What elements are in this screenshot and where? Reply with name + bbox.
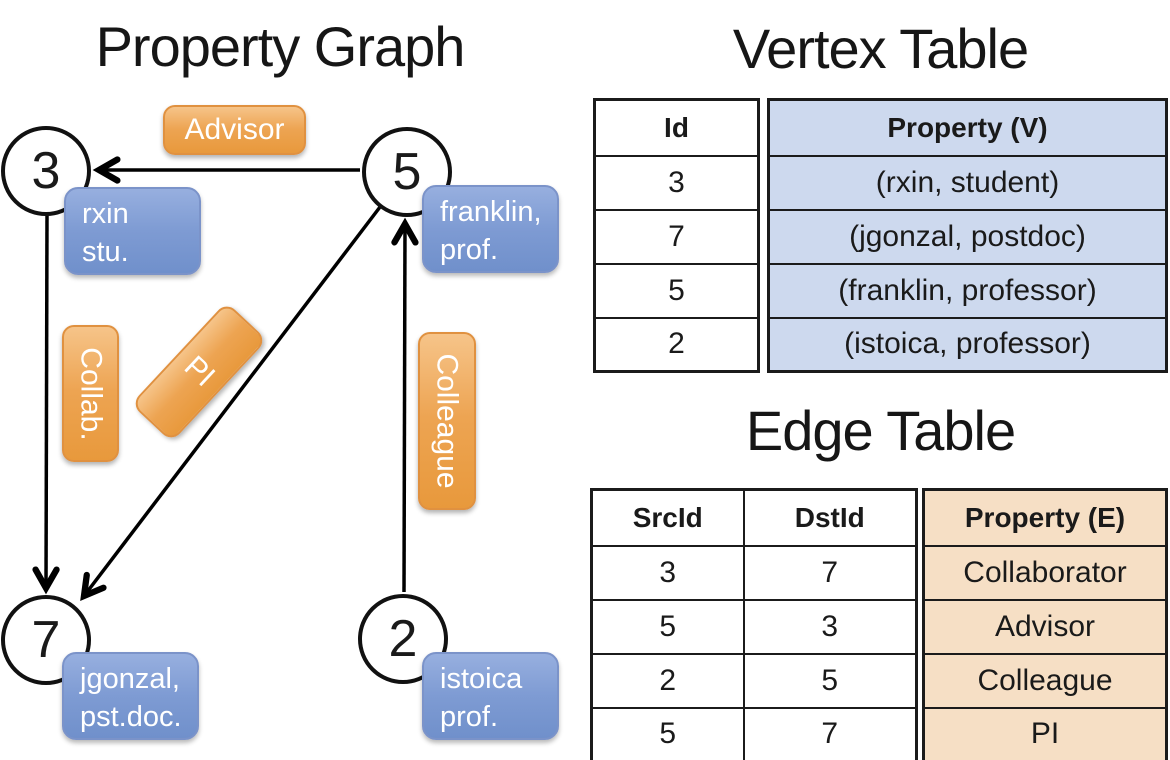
table-row: Colleague xyxy=(922,652,1168,709)
vertex-table-property-column: Property (V) (rxin, student) (jgonzal, p… xyxy=(767,98,1168,373)
graph-edges-layer xyxy=(32,156,419,602)
table-row: 2 5 xyxy=(590,652,918,709)
edge-collab-3-to-7 xyxy=(32,214,60,595)
edge-table-header-srcid: SrcId xyxy=(590,488,745,547)
edge-dstid-cell: 5 xyxy=(742,652,918,709)
vertex-property-cell: (rxin, student) xyxy=(767,154,1168,211)
property-graph-title: Property Graph xyxy=(95,15,466,78)
vertex-property-line: stu. xyxy=(82,236,129,268)
edge-table-header-dstid: DstId xyxy=(742,488,918,547)
edge-label-text: Collab. xyxy=(74,346,108,441)
vertex-property-line: franklin, xyxy=(440,196,542,228)
table-row: (rxin, student) xyxy=(767,154,1168,211)
edge-table-property-column: Property (E) Collaborator Advisor Collea… xyxy=(922,488,1168,760)
vertex-property-line: prof. xyxy=(440,701,499,733)
vertex-property-cell: (jgonzal, postdoc) xyxy=(767,208,1168,265)
vertex-table-header-id: Id xyxy=(593,98,760,157)
table-row: Advisor xyxy=(922,598,1168,655)
table-row: PI xyxy=(922,706,1168,760)
graph-node-5: 5 xyxy=(362,127,452,217)
vertex-id-cell: 5 xyxy=(593,262,760,319)
edge-label-collab: Collab. xyxy=(62,325,119,462)
vertex-property-box-franklin: franklin, prof. xyxy=(422,185,559,273)
vertex-id-cell: 2 xyxy=(593,316,760,373)
edge-table-header-property: Property (E) xyxy=(922,488,1168,547)
table-row: 3 xyxy=(593,154,760,211)
table-row: 5 xyxy=(593,262,760,319)
edge-label-text: PI xyxy=(177,349,221,394)
edge-label-text: Advisor xyxy=(184,113,285,146)
edge-property-cell: Advisor xyxy=(922,598,1168,655)
edge-dstid-cell: 3 xyxy=(742,598,918,655)
edge-property-cell: PI xyxy=(922,706,1168,760)
node-id-label: 7 xyxy=(31,611,61,669)
vertex-table-id-column: Id 3 7 5 2 xyxy=(593,98,760,373)
vertex-property-line: istoica xyxy=(440,663,523,695)
node-id-label: 5 xyxy=(392,143,422,201)
edge-dstid-cell: 7 xyxy=(742,544,918,601)
edge-property-cell: Colleague xyxy=(922,652,1168,709)
table-row: 5 7 xyxy=(590,706,918,760)
edge-pi-5-to-7 xyxy=(80,205,382,602)
table-row: 7 xyxy=(593,208,760,265)
table-row: 3 7 xyxy=(590,544,918,601)
table-row: (istoica, professor) xyxy=(767,316,1168,373)
vertex-property-cell: (franklin, professor) xyxy=(767,262,1168,319)
edge-srcid-cell: 5 xyxy=(590,706,745,760)
table-row: 5 3 xyxy=(590,598,918,655)
node-id-label: 2 xyxy=(388,610,418,668)
vertex-id-cell: 3 xyxy=(593,154,760,211)
edge-label-advisor: Advisor xyxy=(163,105,306,155)
vertex-property-line: rxin xyxy=(82,198,129,230)
vertex-id-cell: 7 xyxy=(593,208,760,265)
edge-srcid-cell: 5 xyxy=(590,598,745,655)
vertex-table-header-property: Property (V) xyxy=(767,98,1168,157)
vertex-property-box-istoica: istoica prof. xyxy=(422,652,559,740)
node-id-label: 3 xyxy=(31,142,61,200)
table-row: (franklin, professor) xyxy=(767,262,1168,319)
vertex-property-box-rxin: rxin stu. xyxy=(64,187,201,275)
edge-srcid-cell: 2 xyxy=(590,652,745,709)
vertex-property-box-jgonzal: jgonzal, pst.doc. xyxy=(62,652,199,740)
vertex-property-line: pst.doc. xyxy=(80,701,182,733)
edge-dstid-cell: 7 xyxy=(742,706,918,760)
edge-srcid-cell: 3 xyxy=(590,544,745,601)
graph-node-2: 2 xyxy=(358,594,448,684)
vertex-property-line: jgonzal, xyxy=(80,663,180,695)
vertex-table-title: Vertex Table xyxy=(732,17,1029,80)
edge-label-text: Colleague xyxy=(431,353,465,489)
table-row: Collaborator xyxy=(922,544,1168,601)
table-row: 2 xyxy=(593,316,760,373)
edge-table-ids-columns: SrcId DstId 3 7 5 3 2 5 5 7 xyxy=(590,488,918,760)
table-row: (jgonzal, postdoc) xyxy=(767,208,1168,265)
edge-property-cell: Collaborator xyxy=(922,544,1168,601)
vertex-property-cell: (istoica, professor) xyxy=(767,316,1168,373)
vertex-property-line: prof. xyxy=(440,234,499,266)
edge-label-colleague: Colleague xyxy=(418,332,476,510)
edge-table-title: Edge Table xyxy=(745,399,1016,462)
edge-colleague-2-to-5 xyxy=(391,217,419,593)
